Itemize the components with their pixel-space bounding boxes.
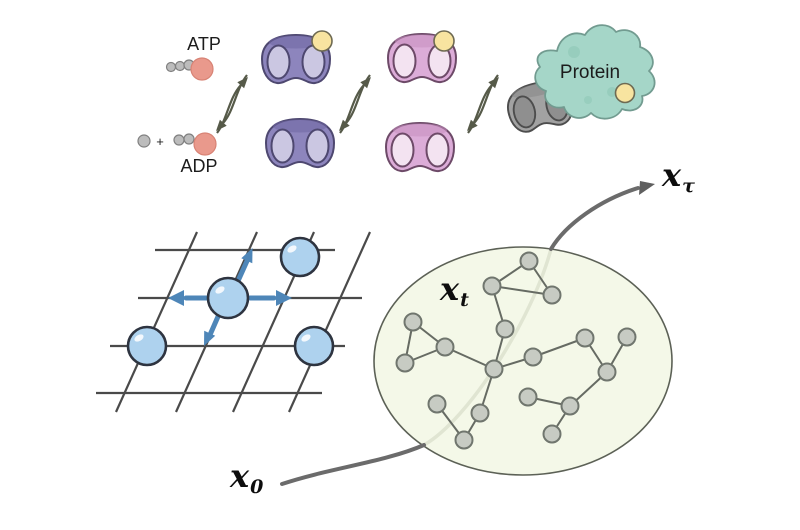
trajectory-arrowhead [639, 181, 655, 195]
plus-sign: + [156, 134, 164, 149]
trajectory-arrow [280, 181, 655, 486]
graph-node [597, 362, 617, 382]
phosphate-dot [173, 134, 185, 146]
phosphate-dot [174, 60, 186, 72]
lattice-particle [293, 325, 335, 367]
graph-node [495, 319, 515, 339]
graph-node [395, 353, 415, 373]
hop-arrow-left-head [168, 290, 184, 306]
hop-arrow-down-head [204, 330, 216, 346]
x0-base: x [229, 457, 250, 495]
atp-label: ATP [187, 34, 221, 54]
particle-highlight [215, 286, 225, 294]
graph-node [542, 285, 562, 305]
chaperonin-pink-bottom [386, 123, 454, 172]
graph-node [542, 424, 562, 444]
protein-label: Protein [560, 62, 620, 83]
particle-highlight [301, 334, 311, 342]
graph-nodes [395, 251, 637, 450]
graph-node [435, 337, 455, 357]
graph-node [617, 327, 637, 347]
lattice-particle [279, 236, 321, 278]
adp-molecule: + [137, 132, 217, 156]
xtau-base: x [661, 156, 682, 194]
exchange-arrows-2 [337, 73, 373, 135]
phosphate-dot [137, 134, 151, 148]
blob-texture [568, 46, 580, 58]
hop-arrow-up [235, 258, 250, 284]
blob-texture [607, 87, 617, 97]
exchange-arrows-1 [214, 73, 250, 135]
graph-node [519, 251, 539, 271]
label-xt: xt [439, 270, 469, 311]
adp-label: ADP [180, 156, 217, 176]
yellow-nucleotide-dot [614, 82, 636, 104]
trajectory-start-segment [280, 443, 426, 486]
hop-arrow-up-head [241, 248, 253, 264]
hop-arrow-right-head [276, 290, 292, 306]
graph-node [484, 359, 504, 379]
blob-texture [584, 96, 592, 104]
graph-node [482, 276, 502, 296]
exchange-arrows-3 [465, 73, 501, 135]
lattice-grid [96, 231, 372, 413]
graph-node [454, 430, 474, 450]
graph-node [518, 387, 538, 407]
label-xtau: xτ [661, 156, 695, 197]
xtau-subscript: τ [682, 175, 695, 197]
nucleotide-body [190, 57, 214, 81]
lattice-particles [126, 236, 335, 367]
graph-edge [491, 285, 553, 296]
label-x0: x0 [229, 457, 263, 498]
particle-highlight [134, 334, 144, 342]
xt-subscript: t [460, 289, 469, 311]
lattice-line [114, 231, 199, 413]
graph-node [470, 403, 490, 423]
graph-node [427, 394, 447, 414]
atp-molecule [165, 57, 214, 81]
graph-node [523, 347, 543, 367]
x0-subscript: 0 [250, 476, 263, 498]
lattice-line [287, 231, 372, 413]
graph-node [403, 312, 423, 332]
trajectory-end-segment [549, 186, 640, 251]
graph-node [560, 396, 580, 416]
yellow-nucleotide-dot [311, 30, 333, 52]
particle-highlight [287, 245, 297, 253]
phosphate-dot [183, 133, 195, 145]
nucleotide-body [193, 132, 217, 156]
yellow-nucleotide-dot [433, 30, 455, 52]
graph-node [575, 328, 595, 348]
lattice-particle [126, 325, 168, 367]
xt-base: x [439, 270, 460, 308]
phosphate-dot [165, 61, 177, 73]
chaperonin-purple-bottom [266, 119, 334, 168]
lattice-particle [206, 276, 250, 320]
